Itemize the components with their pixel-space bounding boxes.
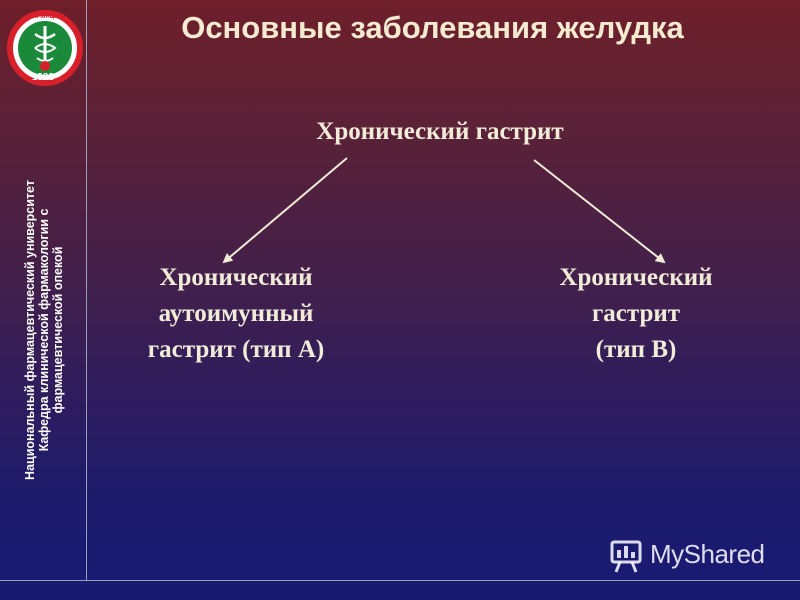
left-node-line: Хронический — [159, 264, 313, 291]
myshared-logo-icon — [610, 540, 642, 573]
arrow-to-left-node — [222, 157, 348, 264]
logo-year: 1993 — [31, 72, 55, 83]
watermark-text: MyShared — [650, 539, 765, 569]
right-node-line: гастрит — [591, 300, 681, 327]
svg-text:ФАРМАЦИЯ: ФАРМАЦИЯ — [27, 14, 63, 20]
slide-title: Основные заболевания желудка — [181, 10, 684, 45]
right-node-line: (тип В) — [595, 336, 677, 363]
left-node-line: гастрит (тип А) — [147, 336, 325, 363]
left-node-line: аутоимунный — [158, 300, 314, 327]
university-name: Национальный фармацевтический университе… — [23, 140, 65, 520]
diagram-root-node: Хронический гастрит — [316, 118, 564, 145]
sidebar: ФАРМАЦИЯ 1993 Национальный фармацевтичес… — [0, 0, 86, 580]
sidebar-divider — [86, 0, 87, 580]
department-line-3: фармацевтической опекой — [51, 246, 65, 414]
university-line-1: Национальный фармацевтический университе… — [23, 180, 37, 480]
watermark: MyShared — [606, 534, 786, 576]
diagram-right-node: Хронический гастрит (тип В) — [506, 260, 766, 368]
right-node-line: Хронический — [559, 264, 713, 291]
arrow-to-right-node — [533, 159, 666, 264]
diagram-left-node: Хронический аутоимунный гастрит (тип А) — [106, 260, 366, 368]
department-line-2: Кафедра клинической фармакологии с — [37, 208, 51, 452]
university-logo-icon: ФАРМАЦИЯ — [7, 10, 83, 86]
footer-divider — [0, 580, 800, 581]
